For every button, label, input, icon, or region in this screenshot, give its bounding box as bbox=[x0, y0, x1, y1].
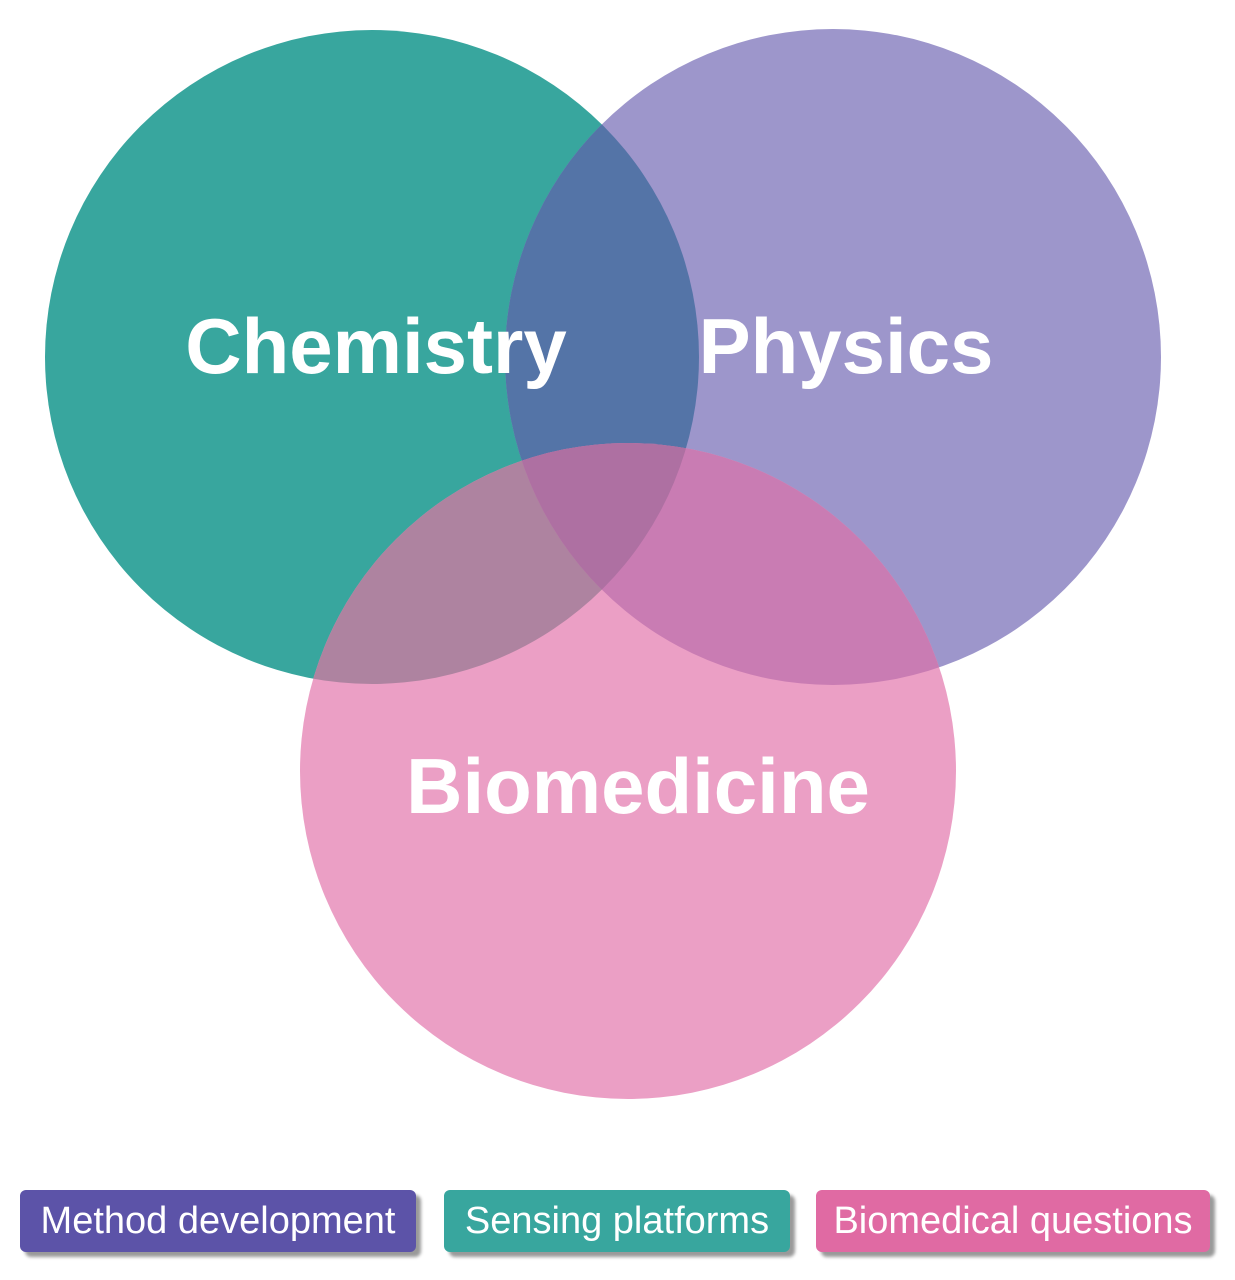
chemistry-biomedicine-overlap bbox=[300, 443, 699, 684]
physics-label: Physics bbox=[699, 302, 994, 390]
venn-diagram: Chemistry Physics Biomedicine bbox=[45, 29, 1161, 1099]
biomedicine-label: Biomedicine bbox=[406, 742, 870, 830]
legend-sensing-platforms: Sensing platforms bbox=[444, 1190, 790, 1252]
legend-method-development: Method development bbox=[20, 1190, 416, 1252]
legend-biomedical-questions: Biomedical questions bbox=[816, 1190, 1210, 1252]
physics-biomedicine-overlap bbox=[505, 443, 956, 685]
chemistry-label: Chemistry bbox=[185, 302, 566, 390]
